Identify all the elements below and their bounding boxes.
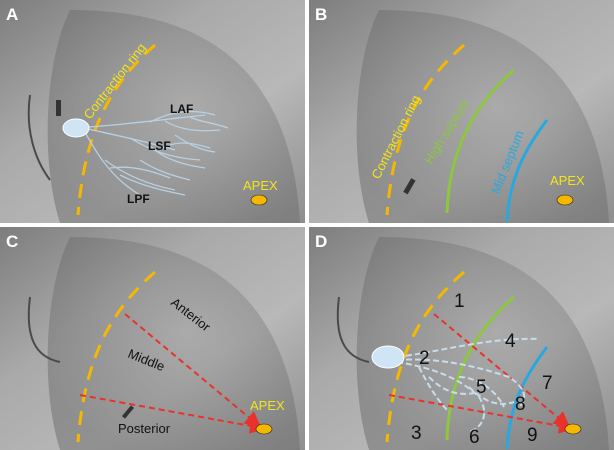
region-3: 3 [411, 423, 422, 444]
apex-label-c: APEX [250, 398, 285, 413]
fascicle-paths [396, 337, 540, 433]
catheter-tip [56, 100, 61, 116]
region-1: 1 [454, 291, 465, 312]
region-2: 2 [419, 348, 430, 369]
mid-septum-line [505, 346, 549, 450]
contraction-ring-line [385, 43, 465, 216]
lsf-label: LSF [148, 139, 171, 153]
panel-c-figure: C Anterior Middle Posterior APEX [0, 227, 305, 450]
panel-c: C Anterior Middle Posterior APEX [0, 227, 305, 450]
panel-a: A Contraction ring LAF LSF LPF APEX [0, 0, 305, 223]
anterior-divider-arrow [124, 313, 262, 428]
panel-label-a: A [6, 5, 18, 24]
lpf-label: LPF [127, 192, 150, 206]
catheter-wire [27, 94, 51, 181]
apex-marker-a [250, 194, 268, 206]
av-node [62, 118, 90, 138]
panel-label-d: D [315, 232, 327, 251]
catheter-wire [336, 296, 370, 363]
heart-shadow [356, 10, 609, 223]
high-septum-line [445, 295, 515, 441]
high-septum-line [445, 68, 515, 214]
region-8: 8 [515, 394, 526, 415]
apex-label-a: APEX [243, 178, 278, 193]
panel-a-figure: A Contraction ring LAF LSF LPF APEX [0, 0, 305, 223]
catheter-wire [27, 296, 61, 363]
anterior-divider-arrow [433, 313, 571, 428]
panel-d: D 1 2 3 4 5 6 7 8 9 [309, 227, 614, 450]
mid-septum-line [505, 119, 549, 223]
panel-label-b: B [315, 5, 327, 24]
contraction-ring-line [76, 43, 156, 216]
region-5: 5 [476, 377, 487, 398]
catheter-tip [403, 178, 416, 195]
laf-label: LAF [170, 102, 193, 116]
region-7: 7 [542, 373, 553, 394]
apex-marker-d [564, 423, 582, 435]
catheter-tip [121, 405, 135, 419]
region-4: 4 [505, 331, 516, 352]
posterior-label: Posterior [118, 421, 171, 436]
contraction-ring-line [385, 270, 465, 443]
contraction-ring-line [76, 270, 156, 443]
region-6: 6 [469, 427, 480, 448]
apex-marker-c [255, 423, 273, 435]
fascicle-tree [84, 110, 229, 196]
heart-shadow [47, 237, 300, 450]
panel-label-c: C [6, 232, 18, 251]
av-node [371, 345, 405, 369]
panel-d-figure: D 1 2 3 4 5 6 7 8 9 [309, 227, 614, 450]
panel-b: B Contraction ring High septum Mid septu… [309, 0, 614, 223]
region-9: 9 [527, 425, 538, 446]
apex-label-b: APEX [550, 173, 585, 188]
posterior-divider-arrow [79, 394, 266, 434]
apex-marker-b [556, 194, 574, 206]
posterior-divider-arrow [388, 394, 575, 434]
panel-b-figure: B Contraction ring High septum Mid septu… [309, 0, 614, 223]
